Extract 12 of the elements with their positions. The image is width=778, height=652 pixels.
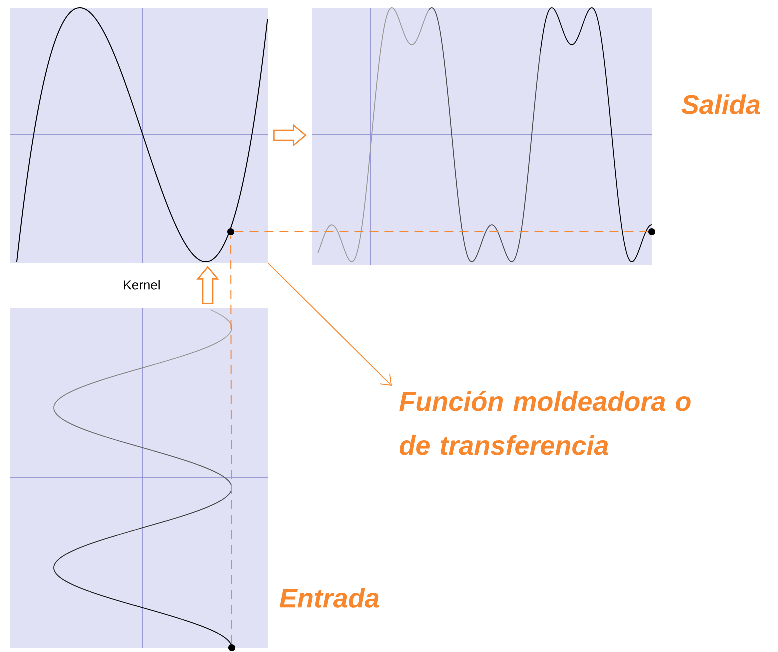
- block-arrow: [196, 266, 220, 304]
- point-marker: [228, 644, 236, 652]
- projection-line: [230, 235, 232, 645]
- caption-text: Función moldeadora o de transferencia: [400, 391, 691, 456]
- panel-caption: Entrada: [280, 588, 380, 608]
- panel-caption: Salida: [682, 94, 760, 114]
- point-marker: [228, 228, 234, 236]
- kernel-label: Kernel: [124, 280, 160, 290]
- point-marker: [648, 228, 656, 236]
- plot-panel: [10, 308, 268, 648]
- leader-arrow: [268, 262, 392, 386]
- block-arrow: [274, 124, 307, 147]
